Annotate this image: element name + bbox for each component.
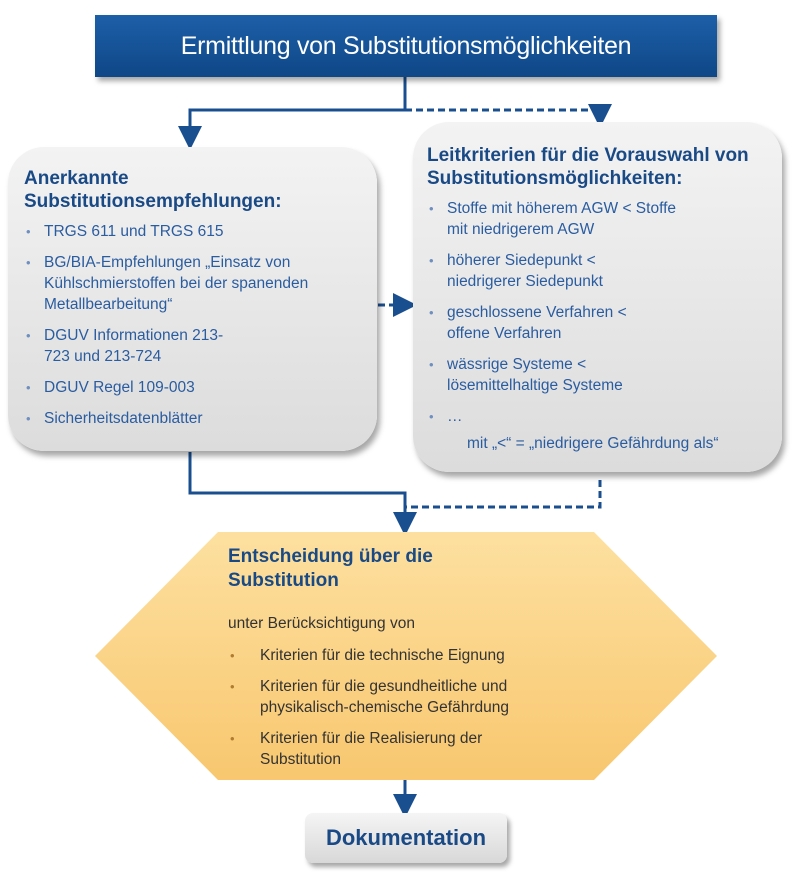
decision-heading: Entscheidung über die Substitution: [228, 546, 433, 591]
criteria-box: Leitkriterien für die Vorauswahl von Sub…: [413, 122, 782, 472]
arrow-right-to-decision: [405, 480, 602, 509]
list-item: Sicherheitsdatenblätter: [24, 408, 361, 429]
list-item: DGUV Informationen 213-723 und 213-724: [24, 325, 244, 367]
decision-intro: unter Berücksichtigung von: [228, 615, 415, 632]
list-item: …: [427, 406, 768, 427]
arrow-left-to-decision: [188, 452, 417, 536]
list-item: TRGS 611 und TRGS 615: [24, 221, 361, 242]
arrow-title-to-left: [178, 77, 407, 150]
recommendations-heading: Anerkannte Substitutionsempfehlungen:: [24, 168, 282, 212]
arrow-title-to-right: [405, 104, 612, 128]
recommendations-box: Anerkannte Substitutionsempfehlungen: TR…: [8, 147, 377, 451]
criteria-heading: Leitkriterien für die Vorauswahl von Sub…: [427, 145, 749, 189]
decision-content: Entscheidung über die Substitution unter…: [228, 545, 628, 780]
list-item: BG/BIA-Empfehlungen „Einsatz von Kühlsch…: [24, 252, 361, 315]
title-box: Ermittlung von Substitutionsmöglichkeite…: [95, 15, 717, 77]
legend-note: mit „<“ = „niedrigere Gefährdung als“: [467, 435, 719, 452]
list-item: Stoffe mit höherem AGW < Stoffe mit nied…: [427, 198, 687, 240]
documentation-box: Dokumentation: [305, 813, 507, 863]
list-item: Kriterien für die technische Eignung: [228, 645, 628, 666]
list-item: Kriterien für die gesundheitliche und ph…: [228, 676, 590, 718]
list-item: geschlossene Verfahren < offene Verfahre…: [427, 302, 647, 344]
list-item: Kriterien für die Realisierung der Subst…: [228, 728, 520, 770]
list-item: DGUV Regel 109-003: [24, 377, 361, 398]
list-item: höherer Siedepunkt < niedrigerer Siedepu…: [427, 250, 647, 292]
list-item: wässrige Systeme < lösemittelhaltige Sys…: [427, 354, 667, 396]
